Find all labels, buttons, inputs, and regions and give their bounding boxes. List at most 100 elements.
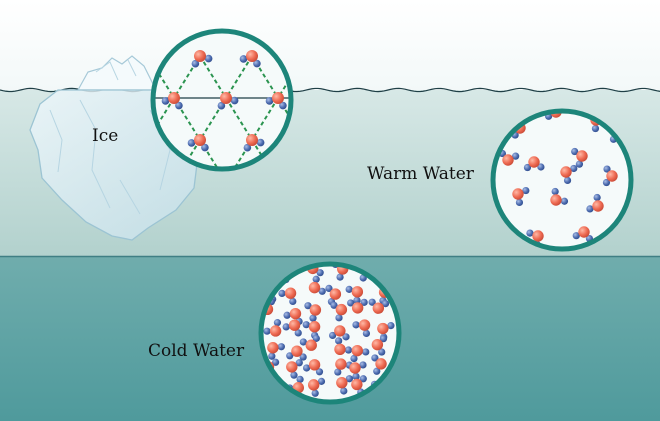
water-molecule bbox=[282, 319, 302, 337]
hydrogen-atom bbox=[572, 232, 580, 240]
water-molecule bbox=[345, 285, 364, 304]
hydrogen-atom bbox=[312, 334, 320, 342]
hydrogen-atom bbox=[603, 165, 611, 173]
water-molecule bbox=[602, 165, 618, 187]
hydrogen-atom bbox=[311, 389, 319, 397]
hydrogen-atom bbox=[515, 198, 524, 207]
water-molecule bbox=[334, 358, 353, 376]
hydrogen-atom bbox=[350, 354, 358, 363]
hydrogen-atom bbox=[359, 361, 367, 369]
oxygen-atom bbox=[246, 134, 258, 146]
hydrogen-atom bbox=[352, 372, 360, 381]
hydrogen-atom bbox=[187, 139, 196, 147]
hydrogen-bond bbox=[199, 55, 227, 99]
water-molecule bbox=[283, 307, 303, 325]
water-molecule bbox=[328, 325, 350, 341]
hydrogen-atom bbox=[362, 329, 371, 338]
hydrogen-atom bbox=[602, 178, 611, 187]
hydrogen-atom bbox=[381, 300, 390, 308]
water-molecule bbox=[560, 164, 578, 185]
water-molecule bbox=[265, 92, 287, 110]
oxygen-atom bbox=[194, 134, 206, 146]
hydrogen-bond bbox=[225, 97, 253, 141]
hydrogen-atom bbox=[570, 164, 578, 173]
oxygen-atom bbox=[284, 287, 297, 299]
water-molecule bbox=[286, 359, 303, 379]
water-molecule bbox=[371, 354, 387, 375]
oxygen-atom bbox=[168, 92, 180, 104]
oxygen-atom bbox=[334, 325, 346, 337]
hydrogen-atom bbox=[537, 163, 545, 171]
oxygen-atom bbox=[308, 281, 321, 294]
hydrogen-atom bbox=[299, 338, 307, 346]
oxygen-atom bbox=[309, 304, 322, 316]
oxygen-atom bbox=[550, 194, 562, 206]
water-molecule bbox=[550, 187, 569, 206]
warm-water-label: Warm Water bbox=[367, 164, 474, 184]
hydrogen-atom bbox=[299, 353, 307, 361]
oxygen-atom bbox=[528, 156, 540, 168]
oxygen-atom bbox=[532, 230, 544, 242]
hydrogen-atom bbox=[204, 54, 213, 63]
oxygen-atom bbox=[308, 359, 321, 371]
hydrogen-atom bbox=[290, 371, 298, 379]
hydrogen-atom bbox=[379, 335, 388, 343]
water-molecule bbox=[299, 334, 320, 351]
water-molecule bbox=[302, 359, 324, 376]
hydrogen-atom bbox=[352, 321, 360, 329]
hydrogen-atom bbox=[551, 187, 559, 196]
water-molecule bbox=[267, 342, 285, 360]
hydrogen-atom bbox=[312, 275, 320, 283]
hydrogen-bond bbox=[225, 55, 253, 99]
oxygen-atom bbox=[606, 170, 618, 182]
hydrogen-atom bbox=[586, 205, 594, 213]
hydrogen-atom bbox=[256, 138, 265, 147]
oxygen-atom bbox=[308, 321, 321, 333]
water-molecule bbox=[330, 301, 348, 322]
water-molecule bbox=[278, 287, 297, 306]
oxygen-atom bbox=[269, 325, 282, 337]
hydrogen-atom bbox=[294, 329, 302, 337]
hydrogen-atom bbox=[345, 375, 354, 383]
hydrogen-atom bbox=[317, 377, 326, 385]
hydrogen-atom bbox=[512, 152, 520, 160]
hydrogen-atom bbox=[523, 163, 532, 172]
oxygen-atom bbox=[334, 343, 346, 355]
hydrogen-atom bbox=[161, 97, 170, 105]
oxygen-atom bbox=[329, 288, 342, 300]
water-molecule bbox=[325, 284, 342, 306]
hydrogen-atom bbox=[295, 359, 303, 367]
hydrogen-atom bbox=[328, 331, 337, 340]
water-molecule bbox=[187, 134, 209, 152]
oxygen-atom bbox=[578, 226, 590, 238]
hydrogen-atom bbox=[296, 375, 304, 383]
water-molecule bbox=[586, 193, 604, 213]
oxygen-atom bbox=[351, 378, 363, 391]
water-molecule bbox=[351, 375, 367, 396]
hydrogen-atom bbox=[243, 143, 252, 152]
water-molecule bbox=[523, 156, 545, 172]
hydrogen-atom bbox=[362, 348, 370, 356]
oxygen-atom bbox=[220, 92, 232, 104]
hydrogen-atom bbox=[387, 322, 395, 330]
hydrogen-atom bbox=[217, 101, 226, 110]
water-molecule bbox=[347, 298, 368, 314]
oxygen-atom bbox=[194, 50, 206, 62]
hydrogen-atom bbox=[353, 296, 361, 304]
hydrogen-atom bbox=[273, 319, 282, 327]
water-molecule bbox=[286, 345, 307, 361]
oxygen-atom bbox=[335, 303, 348, 316]
water-molecule bbox=[308, 275, 326, 295]
water-molecule bbox=[307, 377, 326, 397]
hydrogen-atom bbox=[575, 160, 584, 168]
hydrogen-atom bbox=[318, 287, 326, 295]
hydrogen-atom bbox=[316, 269, 324, 277]
hydrogen-atom bbox=[283, 311, 291, 319]
hydrogen-atom bbox=[239, 55, 248, 63]
oxygen-atom bbox=[291, 345, 303, 357]
water-molecule bbox=[368, 298, 390, 314]
hydrogen-atom bbox=[201, 143, 209, 152]
hydrogen-atom bbox=[302, 364, 311, 372]
